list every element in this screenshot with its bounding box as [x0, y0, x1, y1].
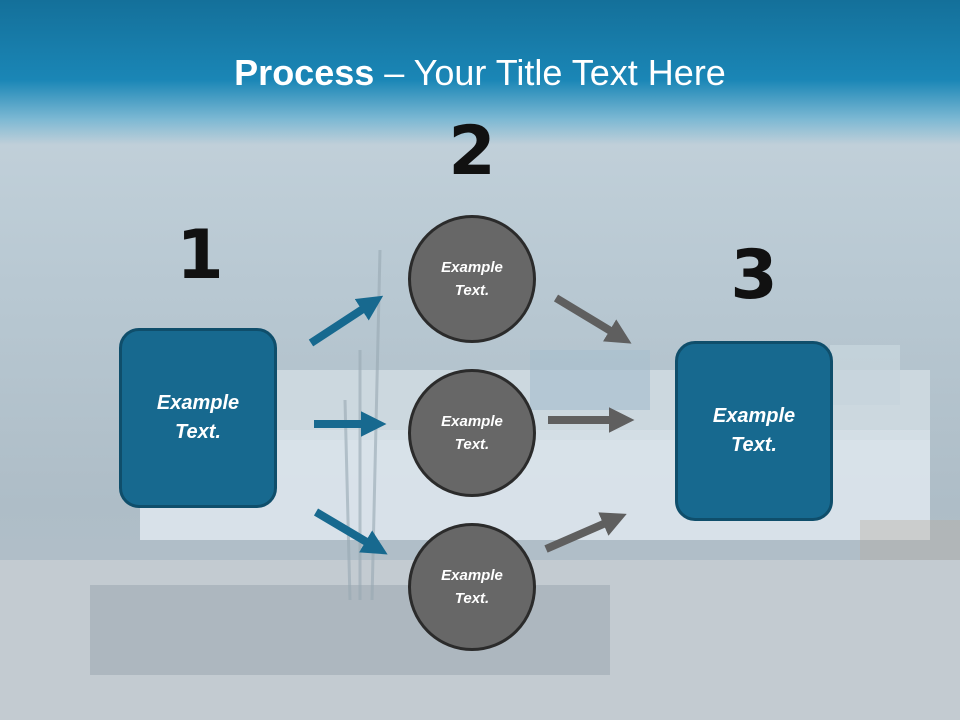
circle-top: Example Text. — [408, 215, 536, 343]
step-number-3: 3 — [730, 236, 778, 315]
arrow-bottom-to-3 — [544, 512, 627, 553]
step-1-box: Example Text. — [119, 328, 277, 508]
step-3-label: Example Text. — [712, 405, 796, 456]
circle-bottom: Example Text. — [408, 523, 536, 651]
arrow-1-to-top — [308, 295, 384, 347]
slide-title: Process – Your Title Text Here — [234, 52, 726, 93]
step-number-1: 1 — [176, 216, 224, 295]
circle-bottom-label: Example Text. — [441, 567, 503, 607]
step-1-label: Example Text. — [156, 392, 240, 443]
step-number-2: 2 — [448, 112, 496, 191]
arrow-top-to-3 — [553, 294, 632, 344]
circle-middle: Example Text. — [408, 369, 536, 497]
title-bar — [0, 0, 960, 145]
circle-middle-label: Example Text. — [441, 413, 503, 453]
step-3-box: Example Text. — [675, 341, 833, 521]
circle-top-label: Example Text. — [441, 259, 503, 299]
arrow-1-to-bottom — [313, 508, 388, 555]
